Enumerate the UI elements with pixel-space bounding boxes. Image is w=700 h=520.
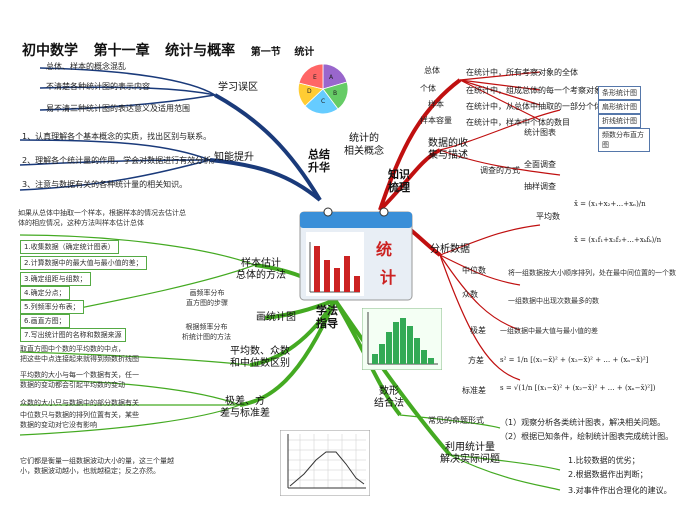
concept-desc-2: 在统计中，组成总体的每一个考察对象	[466, 86, 602, 95]
chart-type-line: 折线统计图	[598, 114, 641, 128]
practical-item-3: 3.对事件作出合理化的建议。	[568, 486, 672, 495]
subject-title: 初中数学	[22, 43, 78, 59]
pie-label-c: C	[321, 98, 325, 105]
error-item-1: 总体、样本的概念混乱	[46, 62, 126, 71]
center-label-top: 统	[376, 240, 393, 259]
number-shape-label: 常见的命题形式	[428, 416, 484, 425]
pie-label-d: D	[307, 88, 312, 95]
analysis-mode: 众数	[462, 290, 478, 299]
mean-note-3: 众数的大小只与数据中的部分数据有关	[20, 399, 139, 407]
error-item-3: 易不清三种统计图的表达意义及适用范围	[46, 104, 190, 113]
range-note: 它们都是衡量一组数据波动大小的量，这三个量越 小，数据波动越小，也就越稳定；反之…	[20, 457, 174, 475]
number-shape-node: 数形 结合法	[374, 386, 404, 409]
mean-note-2: 平均数的大小与每一个数据有关，任一 数据的变动都会引起平均数的变动	[20, 371, 139, 389]
chart-type-pie: 扇形统计图	[598, 100, 641, 114]
error-item-2: 不清楚各种统计图的表示内容	[46, 82, 150, 91]
chapter-title: 统计与概率	[165, 43, 236, 59]
mean-note-4: 中位数只与数据的排列位置有关，某些 数据的变动对它没有影响	[20, 411, 139, 429]
histogram-steps-label: 画频率分布 直方图的步骤	[186, 289, 228, 307]
chart-type-histogram: 频数分布直方图	[598, 128, 650, 152]
number-shape-item-1: （1）观察分析各类统计图表，解决相关问题。	[500, 418, 666, 427]
concept-desc-1: 在统计中，所有考察对象的全体	[466, 68, 578, 77]
formula-std: s = √(1/n [(x₁−x̄)² + (x₂−x̄)² + … + (xₙ…	[500, 384, 656, 392]
method-step-3: 3.确定组距与组数；	[20, 272, 91, 286]
analysis-variance: 方差	[468, 356, 484, 365]
chapter-number: 第十一章	[93, 43, 150, 59]
method-guide-node: 学法 指导	[316, 304, 338, 330]
center-label-bottom: 计	[380, 268, 397, 287]
concept-desc-3: 在统计中，从总体中抽取的一部分个体	[466, 102, 602, 111]
formula-mean: x̄ = (x₁+x₂+…+xₙ)/n	[574, 200, 646, 208]
method-step-1: 1.收集数据（确定统计图表）	[20, 240, 119, 254]
sample-estimation-node: 样本估计 总体的方法	[236, 258, 286, 281]
survey-methods: 调查的方式	[480, 166, 520, 175]
method-step-5: 5.列频率分布表；	[20, 300, 84, 314]
median-desc: 将一组数据按大小顺序排列，处在最中间位置的一个数	[508, 269, 676, 277]
page-header: 初中数学 第十一章 统计与概率 第一节 统计	[22, 40, 314, 60]
concept-term-4: 样本容量	[420, 116, 452, 125]
full-survey: 全面调查	[524, 160, 556, 169]
data-collection-node: 数据的收 集与描述	[428, 138, 468, 161]
summary-node: 总结 升华	[308, 148, 330, 174]
concept-desc-4: 在统计中，样本中个体的数目	[466, 118, 570, 127]
analysis-node: 分析数据	[430, 244, 470, 255]
upgrade-item-1: 1、认真理解各个基本概念的实质，找出区别与联系。	[22, 132, 212, 141]
number-shape-item-2: （2）根据已知条件，绘制统计图表完成统计图。	[500, 432, 674, 441]
chart-label: 统计图表	[524, 128, 556, 137]
range-variance-node: 极差、方 差与标准差	[220, 396, 270, 419]
range-desc: 一组数据中最大值与最小值的差	[500, 327, 598, 335]
draw-chart-node: 画统计图	[256, 312, 296, 323]
mean-median-mode-node: 平均数、众数 和中位数区别	[230, 346, 290, 369]
method-step-2: 2.计算数据中的最大值与最小值的差；	[20, 256, 147, 270]
section-number: 第一节	[250, 47, 281, 58]
section-title: 统计	[294, 47, 315, 58]
freq-analysis-label: 根据频率分布 析统计图的方法	[182, 323, 231, 341]
upgrade-item-2: 2、理解各个统计量的作用，学会对数据进行有效分析。	[22, 156, 220, 165]
line-graph-icon	[280, 430, 370, 496]
formula-weighted: x̄ = (x₁f₁+x₂f₂+…+xₖfₖ)/n	[574, 236, 662, 244]
sample-intro: 如果从总体中抽取一个样本，根据样本的情况去估计总体的相应情况，这种方法叫样本估计…	[18, 209, 186, 227]
sample-survey: 抽样调查	[524, 182, 556, 191]
knowledge-upgrade-node: 知能提升	[214, 152, 254, 163]
pie-label-e: E	[313, 74, 317, 81]
learning-errors-node: 学习误区	[218, 82, 258, 93]
calendar-bars-icon	[309, 242, 360, 293]
concept-term-1: 总体	[424, 66, 440, 75]
pie-label-b: B	[333, 90, 337, 97]
concept-term-2: 个体	[420, 84, 436, 93]
pie-label-a: A	[329, 74, 334, 81]
analysis-median: 中位数	[462, 266, 486, 275]
practical-item-2: 2.根据数据作出判断；	[568, 470, 648, 479]
practical-node: 利用统计量 解决实际问题	[440, 442, 500, 465]
practical-item-1: 1.比较数据的优劣；	[568, 456, 640, 465]
formula-variance: s² = 1/n [(x₁−x̄)² + (x₂−x̄)² + … + (xₙ−…	[500, 356, 649, 364]
upgrade-item-3: 3、注意与数据有关的各种统计量的相关知识。	[22, 180, 188, 189]
knowledge-node: 知识 梳理	[388, 168, 410, 194]
method-step-6: 6.画直方图；	[20, 314, 70, 328]
mean-note-1: 取直方图中个数的平均数的中点， 把这些中点连接起来就得到频数折线图	[20, 345, 139, 363]
mode-desc: 一组数据中出现次数最多的数	[508, 297, 599, 305]
analysis-std: 标准差	[462, 386, 486, 395]
concept-term-3: 样本	[428, 100, 444, 109]
pie-chart-icon: A B C D E	[297, 63, 349, 115]
analysis-mean: 平均数	[536, 212, 560, 221]
histogram-icon	[362, 308, 442, 370]
center-calendar: 统 计	[298, 202, 414, 302]
analysis-range: 极差	[470, 326, 486, 335]
related-concepts-node: 统计的 相关概念	[344, 133, 384, 157]
method-step-4: 4.确定分点；	[20, 286, 70, 300]
method-step-7: 7.写出统计图的名称和数据来源	[20, 328, 126, 342]
chart-type-bar: 条形统计图	[598, 86, 641, 100]
